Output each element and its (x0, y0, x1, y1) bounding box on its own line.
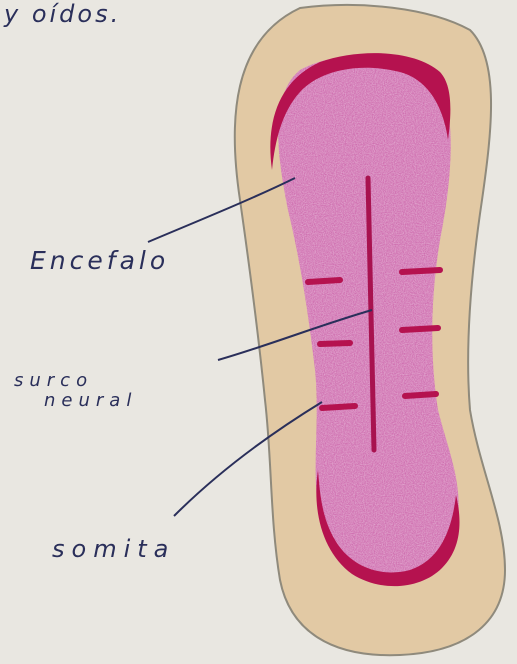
label-surco-line2: neural (44, 390, 137, 411)
somite-left-1 (308, 280, 340, 282)
somite-left-2 (320, 343, 350, 344)
somite-right-1 (402, 270, 440, 272)
somite-right-2 (402, 328, 438, 330)
label-surco-line1: surco (14, 370, 93, 391)
label-somita: somita (52, 535, 175, 563)
label-encefalo: Encefalo (30, 246, 169, 275)
somite-left-3 (322, 406, 355, 408)
top-text-fragment: y oídos. (4, 0, 121, 28)
somite-right-3 (405, 394, 436, 396)
